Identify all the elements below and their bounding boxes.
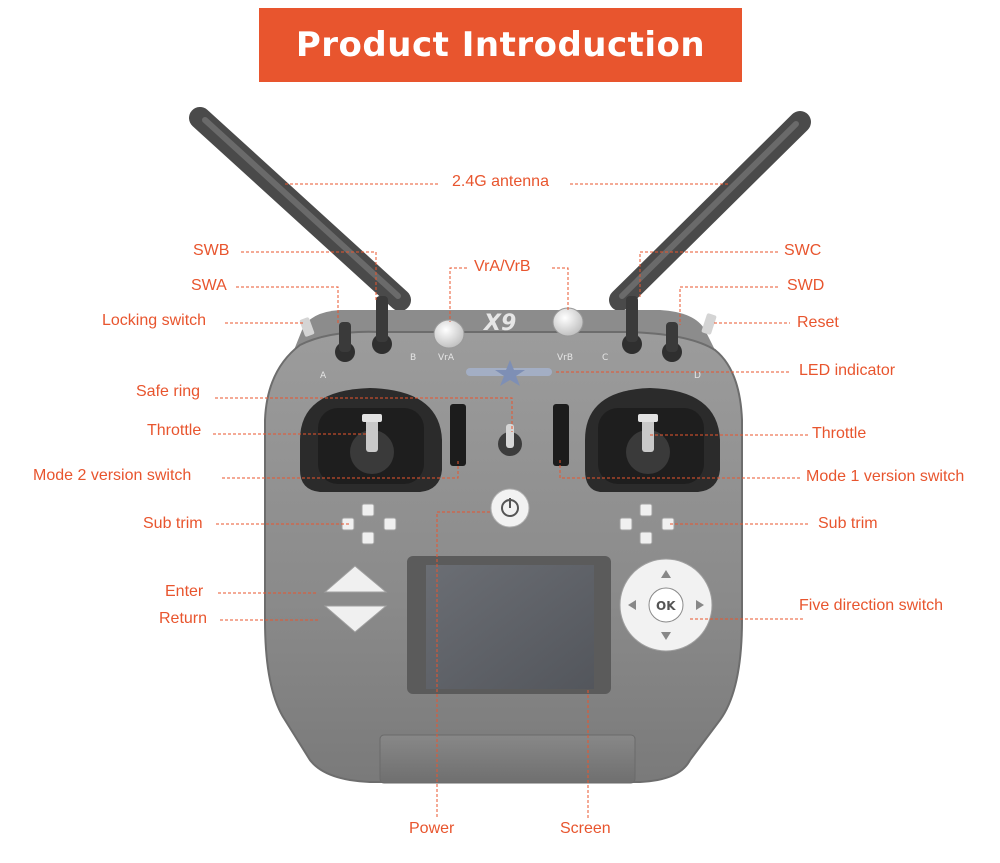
label-swd: SWD [787, 277, 825, 294]
screen [407, 556, 611, 694]
body-lower-grip [379, 734, 636, 784]
device-logo: X9 [482, 311, 516, 336]
power-button[interactable] [490, 488, 530, 528]
label-throttle-left: Throttle [147, 422, 202, 439]
label-enter: Enter [165, 583, 204, 600]
label-antenna: 2.4G antenna [452, 173, 549, 190]
label-swc: SWC [784, 242, 822, 259]
ok-label: OK [656, 599, 676, 613]
title-banner: Product Introduction [259, 8, 742, 82]
mode1-slot [553, 404, 569, 466]
label-mode1-switch: Mode 1 version switch [806, 468, 965, 485]
banner-title: Product Introduction [295, 25, 706, 65]
label-safe-ring: Safe ring [136, 383, 201, 400]
switch-mark-c: C [602, 353, 608, 363]
label-swa: SWA [191, 277, 227, 294]
label-led-indicator: LED indicator [799, 362, 896, 379]
switch-reset[interactable] [701, 313, 717, 335]
switch-swa[interactable] [335, 322, 355, 362]
label-swb: SWB [193, 242, 230, 259]
sub-trim-right[interactable] [619, 503, 675, 545]
switch-swd[interactable] [662, 322, 682, 362]
label-screen: Screen [560, 820, 611, 837]
label-mode2-switch: Mode 2 version switch [33, 467, 192, 484]
knob-mark-vra: VrA [438, 353, 455, 363]
sub-trim-left[interactable] [341, 503, 397, 545]
switch-swc[interactable] [622, 296, 642, 354]
five-direction-switch[interactable] [619, 558, 713, 652]
knob-mark-vrb: VrB [557, 353, 573, 363]
switch-mark-b: B [410, 353, 416, 363]
label-locking-switch: Locking switch [102, 312, 207, 329]
label-power: Power [409, 820, 455, 837]
left-gimbal [300, 388, 442, 492]
switch-mark-a: A [320, 371, 327, 381]
knob-vra[interactable] [433, 319, 465, 349]
switch-mark-d: D [694, 371, 701, 381]
safe-ring-switch[interactable] [498, 424, 522, 456]
label-return: Return [159, 610, 208, 627]
knob-vrb[interactable] [552, 307, 584, 337]
leader-lines [213, 183, 810, 818]
label-five-direction: Five direction switch [799, 597, 944, 614]
label-sub-trim-right: Sub trim [818, 515, 878, 532]
enter-button[interactable] [323, 565, 388, 593]
led-indicator [466, 360, 552, 386]
label-throttle-right: Throttle [812, 425, 867, 442]
mode2-slot [450, 404, 466, 466]
right-gimbal [585, 388, 720, 492]
label-reset: Reset [797, 314, 839, 331]
switch-swb[interactable] [372, 296, 392, 354]
antenna-left [189, 107, 411, 311]
label-vra-vrb: VrA/VrB [474, 258, 531, 275]
return-button[interactable] [323, 605, 388, 633]
switch-locking[interactable] [299, 317, 315, 337]
label-sub-trim-left: Sub trim [143, 515, 203, 532]
antenna-right [609, 111, 811, 311]
